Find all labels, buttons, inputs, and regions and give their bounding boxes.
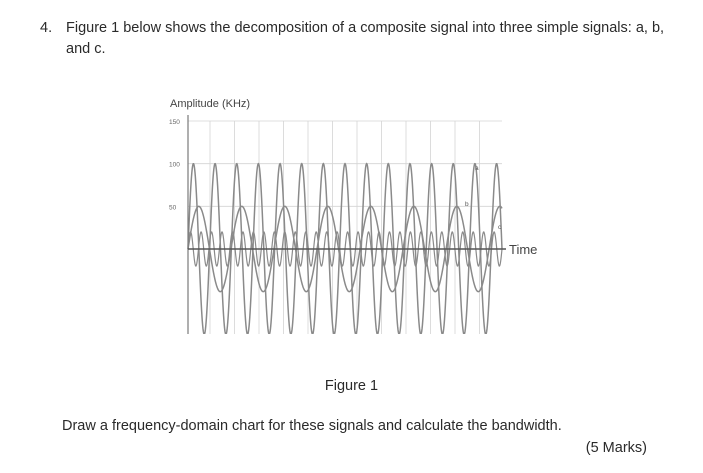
y-tick-label: 100 — [169, 162, 180, 169]
series-label-a: a — [475, 165, 479, 172]
series-label-c: c — [498, 224, 502, 231]
figure-1: Amplitude (KHz) Time 150 100 50 a b c — [160, 94, 560, 377]
marks-label: (5 Marks) — [585, 440, 647, 456]
series-label-b: b — [465, 201, 469, 208]
figure-caption: Figure 1 — [324, 378, 379, 394]
question-instruction: Draw a frequency-domain chart for these … — [62, 418, 562, 434]
y-tick-label: 150 — [169, 119, 180, 126]
x-axis-label: Time — [509, 242, 537, 257]
composite-signal-chart: Amplitude (KHz) Time 150 100 50 a b c — [169, 98, 537, 377]
chart-axes — [187, 115, 506, 377]
question-text: Figure 1 below shows the decomposition o… — [66, 20, 665, 57]
y-axis-label: Amplitude (KHz) — [170, 98, 250, 110]
chart-labels: Amplitude (KHz) Time 150 100 50 a b c — [169, 98, 537, 257]
signal-b-line — [187, 205, 503, 293]
y-tick-label: 50 — [169, 204, 177, 211]
question-number: 4. — [40, 20, 53, 36]
